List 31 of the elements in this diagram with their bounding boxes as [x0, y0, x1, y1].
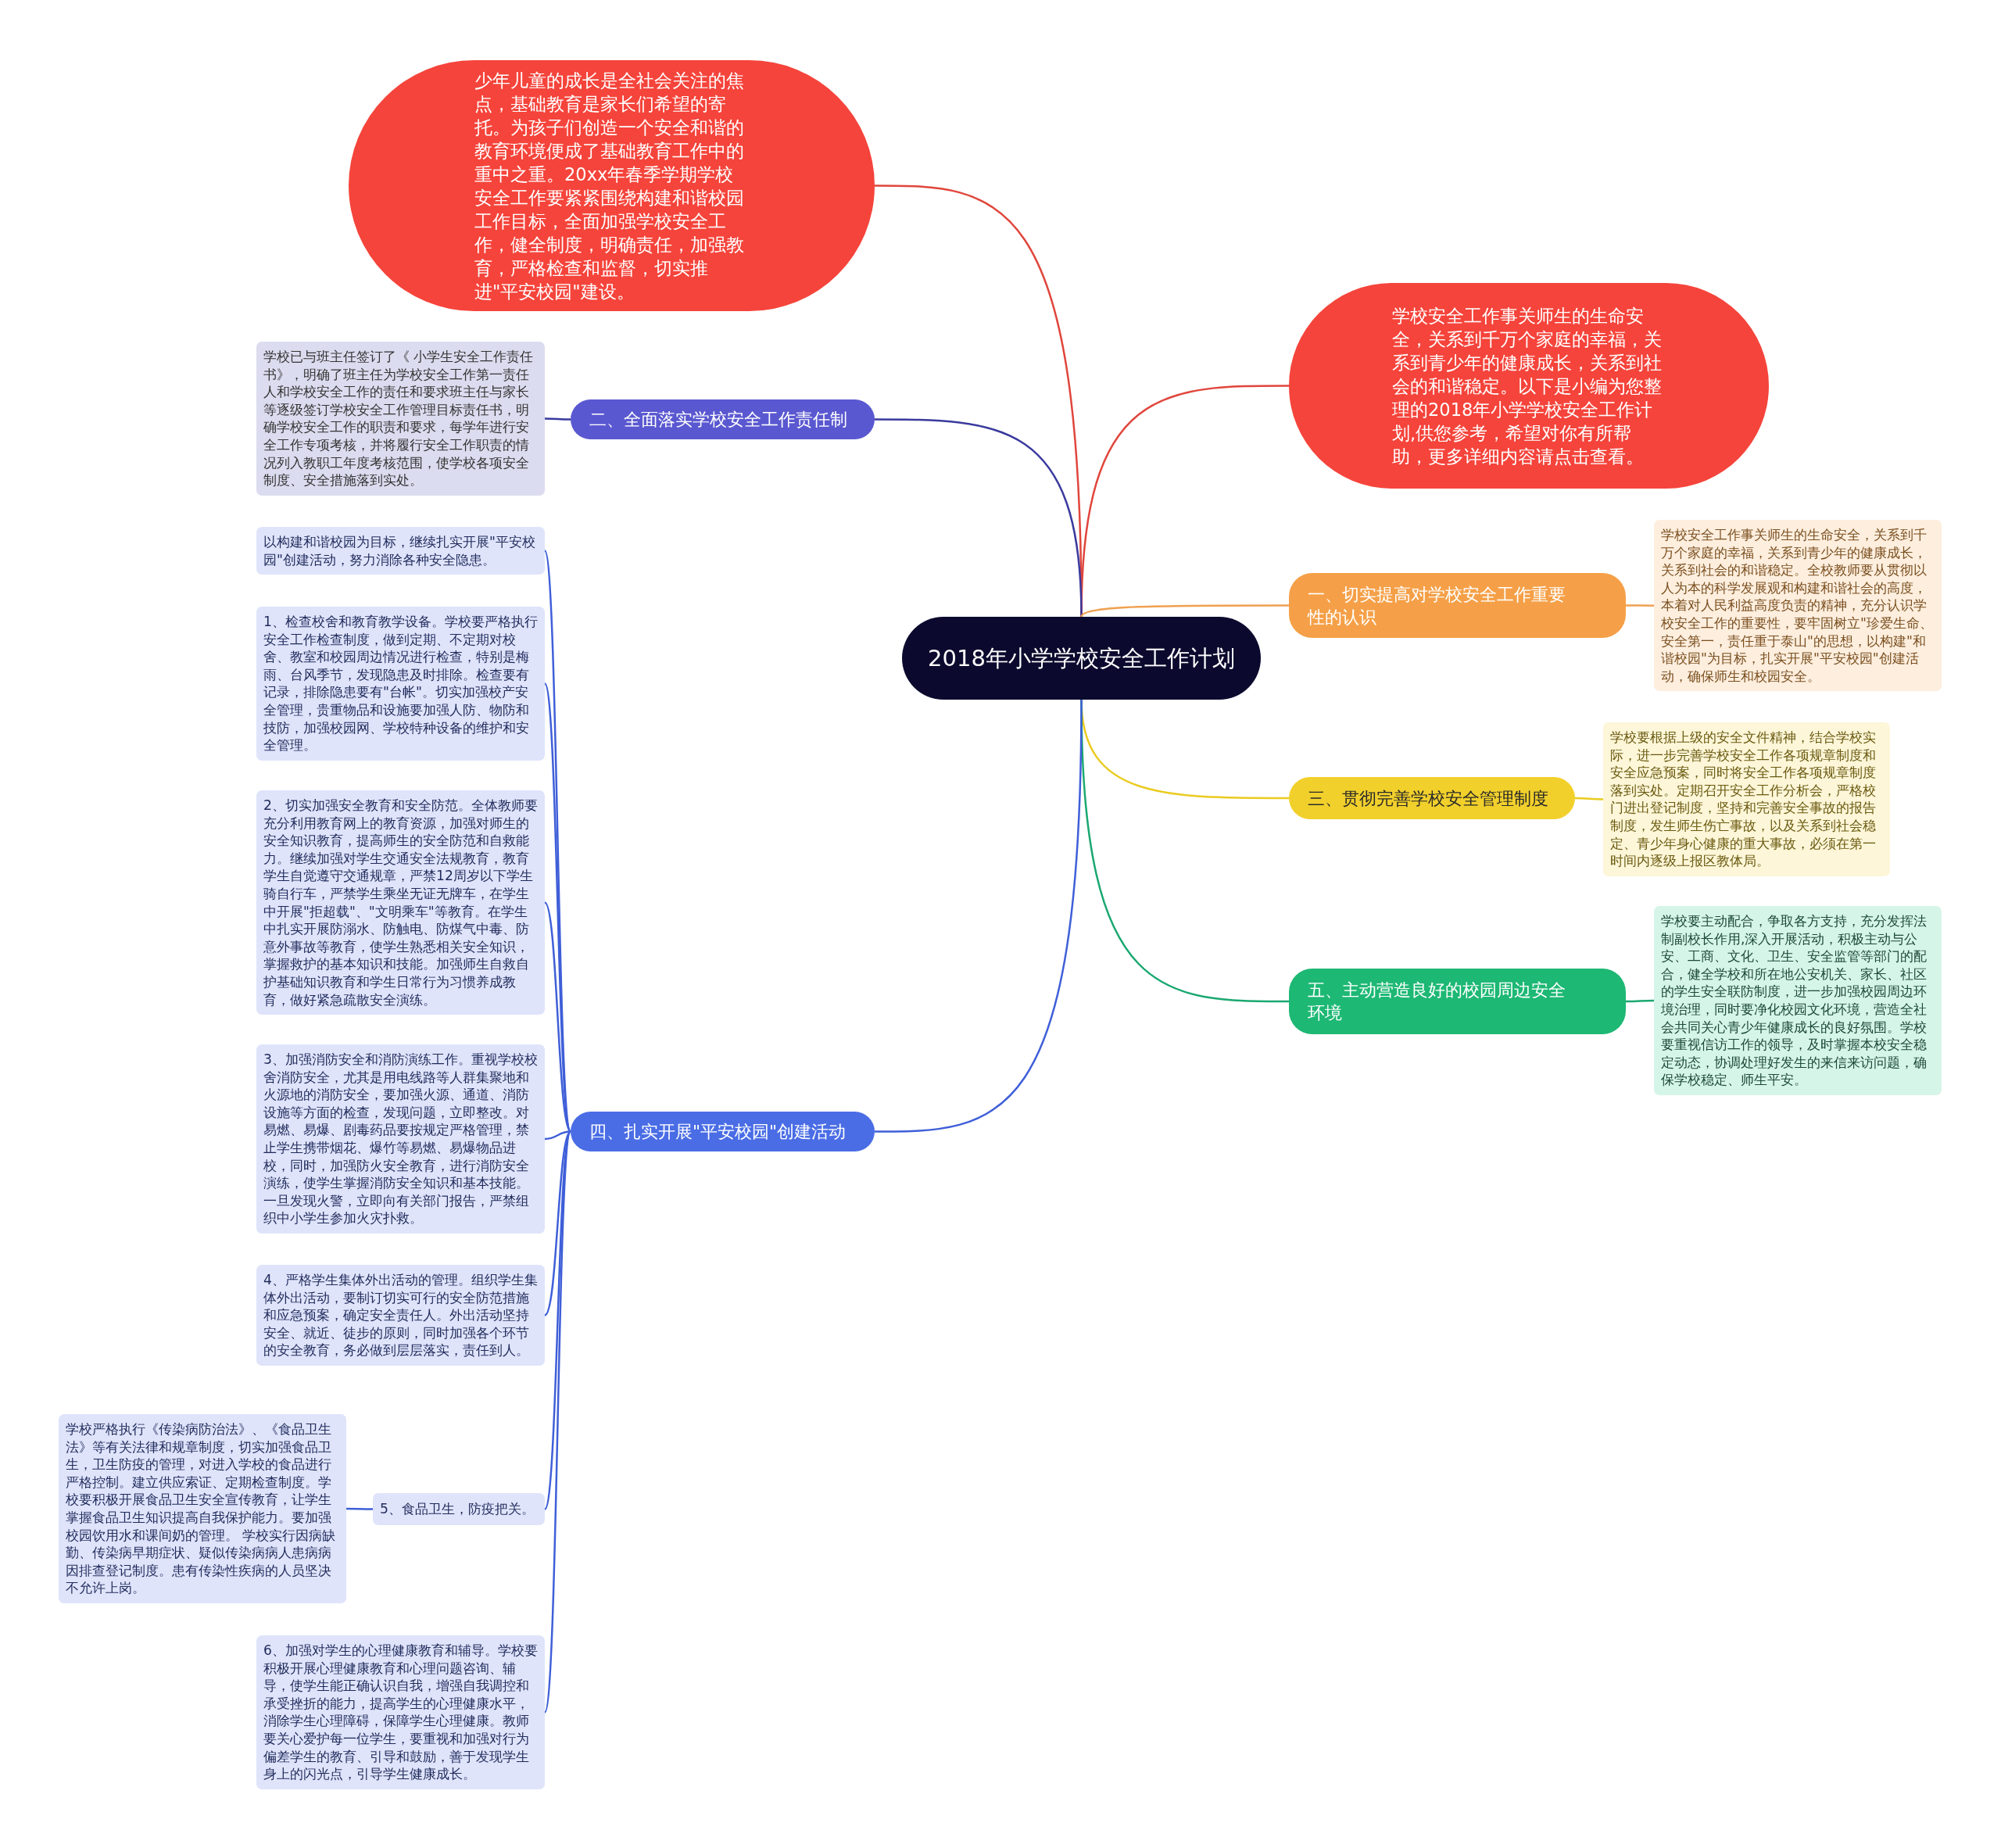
note-card: 5、食品卫生，防疫把关。: [373, 1493, 545, 1525]
connector-line: [543, 1131, 572, 1713]
note-card: 4、严格学生集体外出活动的管理。组织学生集体外出活动，要制订切实可行的安全防范措施和应急预案，确定安全责任人。外出活动坚持安全、就近、徒步的原则，同时加强各个环节的安全教育，务必做到层层落实，责任到人。: [256, 1265, 545, 1366]
note-card: 学校严格执行《传染病防治法》、《食品卫生法》等有关法律和规章制度，切实加强食品卫生，卫生防疫的管理，对进入学校的食品进行严格控制。建立供应索证、定期检查制度。学校要积极开展食品卫生安全宣传教育，让学生掌握食品卫生知识提高自我保护能力。要加强校园饮用水和课间奶的管理。 学校实行因病缺勤、传染病早期症状、疑似传染病病人患病病因排查登记制度。患有传染性疾病的人员坚决不允许上岗。: [59, 1414, 346, 1603]
note-card: 1、检查校舍和教育教学设备。学校要严格执行安全工作检查制度，做到定期、不定期对校舍、教室和校园周边情况进行检查，特别是梅雨、台风季节，发现隐患及时排除。检查要有记录，排除隐患要有"台帐"。切实加强校产安全管理，贵重物品和设施要加强人防、物防和技防，加强校园网、学校特种设备的维护和安全管理。: [256, 607, 545, 761]
connector-line: [544, 1130, 571, 1141]
connector-line: [875, 699, 1083, 1133]
summary-bubble: 少年儿童的成长是全社会关注的焦点，基础教育是家长们希望的寄托。为孩子们创造一个安全和谐的教育环境便成了基础教育工作中的重中之重。20xx年春季学期学校安全工作要紧紧围绕构建和谐校园工作目标，全面加强学校安全工作，健全制度，明确责任，加强教育，严格检查和监督，切实推进"平安校园"建设。: [349, 60, 875, 311]
note-card: 学校安全工作事关师生的生命安全，关系到千万个家庭的幸福，关系到青少年的健康成长，关系到社会的和谐稳定。全校教师要从贯彻以人为本的科学发展观和构建和谐社会的高度，本着对人民利益高度负责的精神，充分认识学校安全工作的重要性，要牢固树立"珍爱生命、安全第一，责任重于泰山"的思想，以构建"和谐校园"为目标，扎实开展"平安校园"创建活动，确保师生和校园安全。: [1654, 520, 1942, 692]
central-topic: 2018年小学学校安全工作计划: [902, 617, 1261, 700]
connector-line: [1626, 999, 1654, 1003]
branch-pill: 一、切实提高对学校安全工作重要性的认识: [1289, 573, 1626, 638]
connector-line: [1626, 604, 1654, 607]
note-card: 3、加强消防安全和消防演练工作。重视学校校舍消防安全，尤其是用电线路等人群集聚地和火源地的消防安全，要加强火源、通道、消防设施等方面的检查，发现问题，立即整改。对易燃、易爆、剧毒药品要按规定严格管理，禁止学生携带烟花、爆竹等易燃、易爆物品进校，同时，加强防火安全教育，进行消防安全演练，使学生掌握消防安全知识和基本技能。一旦发现火警，立即向有关部门报告，严禁组织中小学生参加火灾扑救。: [256, 1044, 545, 1234]
connector-line: [875, 418, 1083, 618]
connector-line: [544, 1130, 571, 1316]
note-card: 学校已与班主任签订了《 小学生安全工作责任书》，明确了班主任为学校安全工作第一责任人和学校安全工作的责任和要求班主任与家长等逐级签订学校安全工作管理目标责任书，明确学校安全工作的职责和要求，每学年进行安全工作专项考核，并将履行安全工作职责的情况列入教职工年度考核范围，使学校各项安全制度、安全措施落到实处。: [256, 342, 545, 496]
note-card: 2、切实加强安全教育和安全防范。全体教师要充分利用教育网上的教育资源，加强对师生的安全知识教育，提高师生的安全防范和自救能力。继续加强对学生交通安全法规教育，教育学生自觉遵守交通规章，严禁12周岁以下学生骑自行车，严禁学生乘坐无证无牌车，在学生中开展"拒超载"、"文明乘车"等教育。在学生中扎实开展防溺水、防触电、防煤气中毒、防意外事故等教育，使学生熟悉相关安全知识，掌握救护的基本知识和技能。加强师生自救自护基础知识教育和学生日常行为习惯养成教育，做好紧急疏散安全演练。: [256, 790, 545, 1015]
note-card: 以构建和谐校园为目标，继续扎实开展"平安校园"创建活动，努力消除各种安全隐患。: [256, 527, 545, 575]
connector-line: [346, 1507, 373, 1510]
summary-bubble: 学校安全工作事关师生的生命安全，关系到千万个家庭的幸福，关系到青少年的健康成长，关系到社会的和谐稳定。以下是小编为您整理的2018年小学学校安全工作计划,供您参考，希望对你有所帮助，更多详细内容请点击查看。: [1289, 283, 1769, 489]
note-card: 学校要主动配合，争取各方支持，充分发挥法制副校长作用,深入开展活动，积极主动与公安、工商、文化、卫生、安全监管等部门的配合，健全学校和所在地公安机关、家长、社区的学生安全联防制度，进一步加强校园周边环境治理，同时要净化校园文化环境，营造全社会共同关心青少年健康成长的良好氛围。学校要重视信访工作的领导，及时掌握本校安全稳定动态，协调处理好发生的来信来访问题，确保学校稳定、师生平安。: [1654, 906, 1942, 1095]
note-card: 6、加强对学生的心理健康教育和辅导。学校要积极开展心理健康教育和心理问题咨询、辅导，使学生能正确认识自我，增强自我调控和承受挫折的能力，提高学生的心理健康水平，消除学生心理障碍，保障学生心理健康。教师要关心爱护每一位学生，要重视和加强对行为偏差学生的教育、引导和鼓励，善于发现学生身上的闪光点，引导学生健康成长。: [256, 1635, 545, 1789]
branch-pill: 四、扎实开展"平安校园"创建活动: [571, 1112, 875, 1151]
note-card: 学校要根据上级的安全文件精神，结合学校实际，进一步完善学校安全工作各项规章制度和安全应急预案，同时将安全工作各项规章制度落到实处。定期召开安全工作分析会，严格校门进出登记制度，坚持和完善安全事故的报告制度，发生师生伤亡事故，以及关系到社会稳定、青少年身心健康的重大事故，必须在第一时间内逐级上报区教体局。: [1603, 722, 1890, 876]
connector-line: [1080, 604, 1289, 618]
branch-pill: 二、全面落实学校安全工作责任制: [571, 399, 875, 439]
connector-line: [1575, 797, 1603, 800]
branch-pill: 三、贯彻完善学校安全管理制度: [1289, 777, 1575, 819]
branch-pill: 五、主动营造良好的校园周边安全环境: [1289, 969, 1626, 1034]
connector-line: [545, 417, 571, 421]
